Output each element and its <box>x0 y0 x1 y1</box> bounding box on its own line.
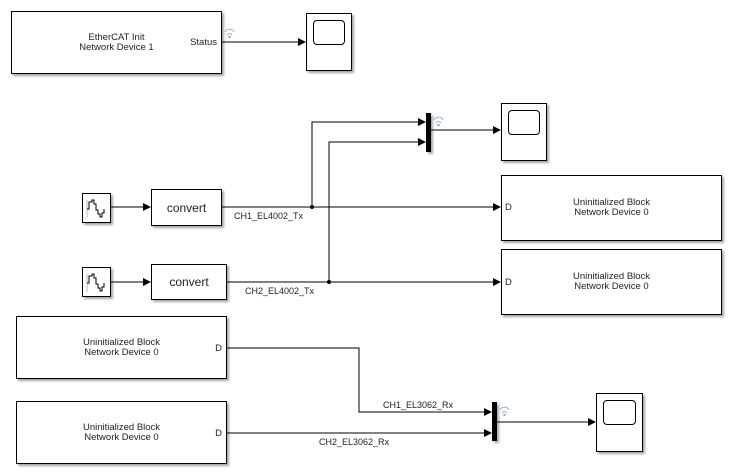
logging-badge-icon <box>224 28 510 414</box>
block-label-line2: Network Device 1 <box>79 41 154 53</box>
signal-label-ch1-tx[interactable]: CH1_EL4002_Tx <box>234 211 304 221</box>
block-label-line2: Network Device 0 <box>574 281 649 292</box>
input-port-d: D <box>505 277 512 288</box>
ch2-tx-branch[interactable] <box>328 138 426 282</box>
output-port-d: D <box>215 428 222 439</box>
waveform-icon <box>86 273 105 292</box>
convert-block[interactable]: convert <box>151 189 222 226</box>
uninitialized-block-output-1[interactable]: D Uninitialized Block Network Device 0 <box>501 175 722 241</box>
scope-block[interactable] <box>596 393 643 452</box>
branch-point <box>327 280 331 284</box>
signal-label-ch2-rx[interactable]: CH2_EL3062_Rx <box>319 437 390 447</box>
block-label: Uninitialized Block Network Device 0 <box>502 198 721 218</box>
logging-badge-dot <box>503 413 506 417</box>
signal-label-ch2-tx[interactable]: CH2_EL4002_Tx <box>245 286 315 296</box>
convert-block[interactable]: convert <box>151 264 227 300</box>
block-label-line2: Network Device 0 <box>574 207 649 218</box>
scope-icon <box>313 20 345 45</box>
block-label-line1: Uninitialized Block <box>572 197 651 208</box>
block-label-line1: Uninitialized Block <box>82 421 161 433</box>
branch-point <box>310 205 314 209</box>
convert-label: convert <box>169 275 209 289</box>
block-label-line1: Uninitialized Block <box>572 271 651 282</box>
ethercat-init-block[interactable]: EtherCAT Init Network Device 1 Status <box>11 11 222 74</box>
output-port-d: D <box>215 343 222 354</box>
logging-badge-dot <box>437 123 440 127</box>
input-port-d: D <box>505 202 512 213</box>
logging-badge-dot <box>228 35 231 39</box>
waveform-icon <box>86 199 105 218</box>
block-label-line1: EtherCAT Init <box>88 31 145 43</box>
scope-icon <box>508 110 540 135</box>
scope-block[interactable] <box>501 103 547 161</box>
block-label: Uninitialized Block Network Device 0 <box>17 336 226 358</box>
ch1-tx-branch[interactable] <box>311 118 426 207</box>
block-label: Uninitialized Block Network Device 0 <box>17 421 226 443</box>
uninitialized-block-input-1[interactable]: Uninitialized Block Network Device 0 D <box>16 316 227 379</box>
block-label-line2: Network Device 0 <box>84 346 159 358</box>
scope-icon <box>603 400 636 425</box>
signal-source-block[interactable] <box>82 193 111 223</box>
output-port-status: Status <box>190 37 217 48</box>
block-label-line1: Uninitialized Block <box>82 336 161 348</box>
uninitialized-block-input-2[interactable]: Uninitialized Block Network Device 0 D <box>16 401 227 464</box>
convert-label: convert <box>166 200 207 215</box>
signal-source-block[interactable] <box>82 267 111 297</box>
scope-block[interactable] <box>306 13 352 71</box>
ch1-rx-line[interactable] <box>226 347 492 416</box>
mux-block[interactable] <box>492 402 497 441</box>
mux-block[interactable] <box>426 113 431 152</box>
block-label-line2: Network Device 0 <box>84 431 159 443</box>
block-label: Uninitialized Block Network Device 0 <box>502 272 721 292</box>
block-label: EtherCAT Init Network Device 1 <box>12 31 221 53</box>
uninitialized-block-output-2[interactable]: D Uninitialized Block Network Device 0 <box>501 249 722 315</box>
signal-label-ch1-rx[interactable]: CH1_EL3062_Rx <box>383 400 454 410</box>
